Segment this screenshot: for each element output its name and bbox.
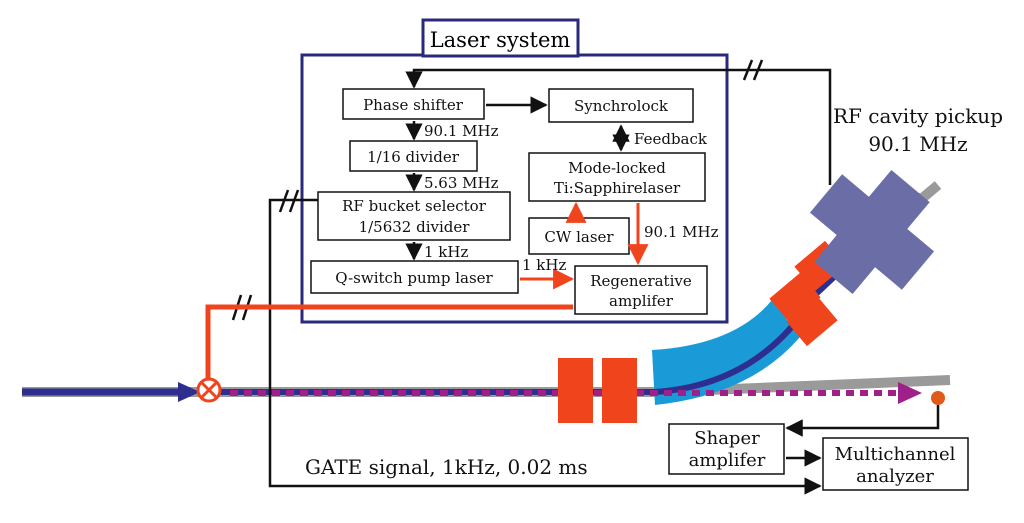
laser-system-frame: Laser system — [300, 18, 729, 324]
freq-1-khz-label-b: 1 kHz — [522, 256, 566, 274]
rf-cavity — [809, 169, 935, 295]
detector-to-shaper — [785, 405, 940, 437]
mode-locked-label-2: Ti:Sapphirelaser — [554, 179, 681, 197]
shaper-label-1: Shaper — [694, 428, 760, 449]
mode-locked-label-1: Mode-locked — [568, 159, 666, 177]
block-divider-16: 1/16 divider — [349, 140, 478, 172]
detector — [931, 391, 945, 405]
freq-1-khz-label-a: 1 kHz — [424, 243, 468, 261]
block-synchrolock: Synchrolock — [548, 88, 694, 123]
freq-90-1-mhz-label: 90.1 MHz — [424, 122, 499, 140]
laser-system-title: Laser system — [430, 28, 571, 52]
quad-magnet-5 — [786, 295, 838, 347]
gate-signal-label: GATE signal, 1kHz, 0.02 ms — [305, 455, 588, 479]
rf-pickup-label-1: RF cavity pickup — [833, 104, 1003, 128]
laser-paths — [205, 201, 649, 378]
bending-magnet — [652, 300, 800, 405]
regen-label-2: amplifer — [609, 292, 674, 310]
block-rf-bucket-selector: RF bucket selector 1/5632 divider — [317, 191, 511, 241]
phase-shifter-label: Phase shifter — [363, 96, 464, 114]
cw-laser-label: CW laser — [544, 228, 614, 246]
block-qswitch-laser: Q-switch pump laser — [310, 260, 519, 294]
block-phase-shifter: Phase shifter — [342, 88, 485, 120]
feedback-label: Feedback — [634, 130, 708, 148]
regen-label-1: Regenerative — [590, 272, 692, 290]
mca-label-2: analyzer — [856, 466, 934, 487]
shaper-label-2: amplifer — [689, 450, 766, 471]
beamline — [22, 169, 951, 423]
quad-magnet-2 — [602, 358, 637, 423]
quad-magnet-1 — [558, 358, 593, 423]
mca-label-1: Multichannel — [835, 444, 956, 465]
block-regen-amplifier: Regenerative amplifer — [574, 265, 708, 315]
rf-bucket-label-1: RF bucket selector — [342, 197, 487, 215]
qswitch-label: Q-switch pump laser — [335, 269, 493, 287]
block-shaper-amplifier: Shaper amplifer — [668, 423, 785, 475]
block-mode-locked-laser: Mode-locked Ti:Sapphirelaser — [528, 152, 706, 202]
regen-to-beam — [205, 304, 573, 378]
block-cw-laser: CW laser — [528, 217, 630, 255]
labels: 90.1 MHz 5.63 MHz 1 kHz 1 kHz 90.1 MHz F… — [305, 104, 1003, 479]
quad-magnet-3 — [769, 272, 821, 324]
block-multichannel-analyzer: Multichannel analyzer — [822, 437, 969, 491]
synchrolock-label: Synchrolock — [574, 97, 669, 115]
divider-16-label: 1/16 divider — [367, 148, 460, 166]
freq-90-1-mhz-label-b: 90.1 MHz — [644, 223, 719, 241]
rf-bucket-label-2: 1/5632 divider — [359, 218, 471, 236]
freq-5-63-mhz-label: 5.63 MHz — [424, 174, 499, 192]
beam-arrowhead-left — [178, 382, 200, 402]
rf-pickup-label-2: 90.1 MHz — [868, 132, 967, 156]
rf-pickup-line — [405, 68, 832, 185]
dotted-beam-arrowhead — [898, 382, 922, 404]
